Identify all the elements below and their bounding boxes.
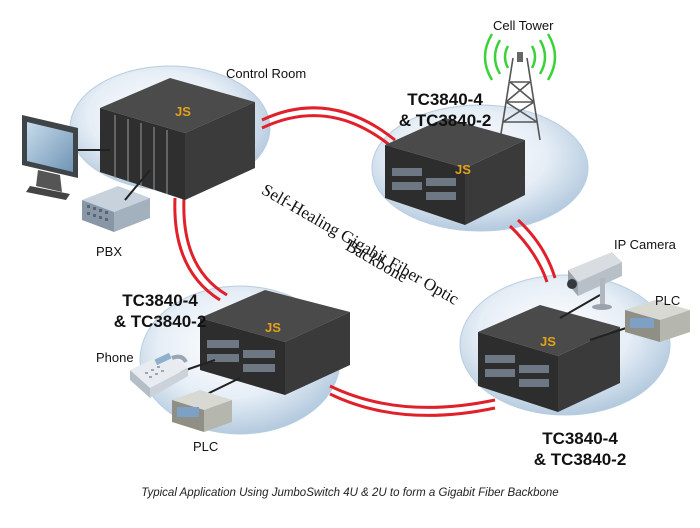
top-switch-2u: JS: [385, 118, 525, 225]
top-switch-label-line1: TC3840-4: [407, 90, 483, 109]
left-switch-label: TC3840-4 & TC3840-2: [100, 290, 220, 332]
pbx-icon: [82, 169, 151, 232]
figure-caption: Typical Application Using JumboSwitch 4U…: [141, 487, 559, 499]
left-switch-label-line1: TC3840-4: [122, 291, 198, 310]
cell-tower-label: Cell Tower: [493, 18, 554, 33]
left-switch-2u: JS: [179, 290, 350, 396]
left-switch-label-line2: & TC3840-2: [113, 312, 207, 331]
brand-logo: JS: [540, 334, 556, 349]
control-room-label: Control Room: [226, 66, 307, 81]
right-switch-label: TC3840-4 & TC3840-2: [520, 428, 640, 470]
right-switch-label-line1: TC3840-4: [542, 429, 618, 448]
phone-icon: [130, 352, 188, 398]
plc-right-label: PLC: [655, 293, 681, 308]
monitor-icon: [22, 115, 110, 200]
plc-right-icon: [625, 300, 690, 342]
pbx-label: PBX: [96, 244, 123, 259]
ip-camera-icon: [567, 252, 622, 310]
control-room-switch-4u: JS: [100, 78, 255, 200]
top-switch-label-line2: & TC3840-2: [398, 111, 492, 130]
phone-label: Phone: [96, 350, 134, 365]
fiber-backbone-ring: [173, 106, 557, 417]
brand-logo: JS: [265, 320, 281, 335]
plc-left-icon: [172, 390, 232, 432]
brand-logo: JS: [455, 162, 471, 177]
brand-logo: JS: [175, 104, 191, 119]
top-switch-label: TC3840-4 & TC3840-2: [385, 89, 505, 131]
plc-left-label: PLC: [193, 439, 219, 454]
ip-camera-label: IP Camera: [614, 237, 676, 252]
right-switch-2u: JS: [478, 294, 651, 412]
right-switch-label-line2: & TC3840-2: [533, 450, 627, 469]
